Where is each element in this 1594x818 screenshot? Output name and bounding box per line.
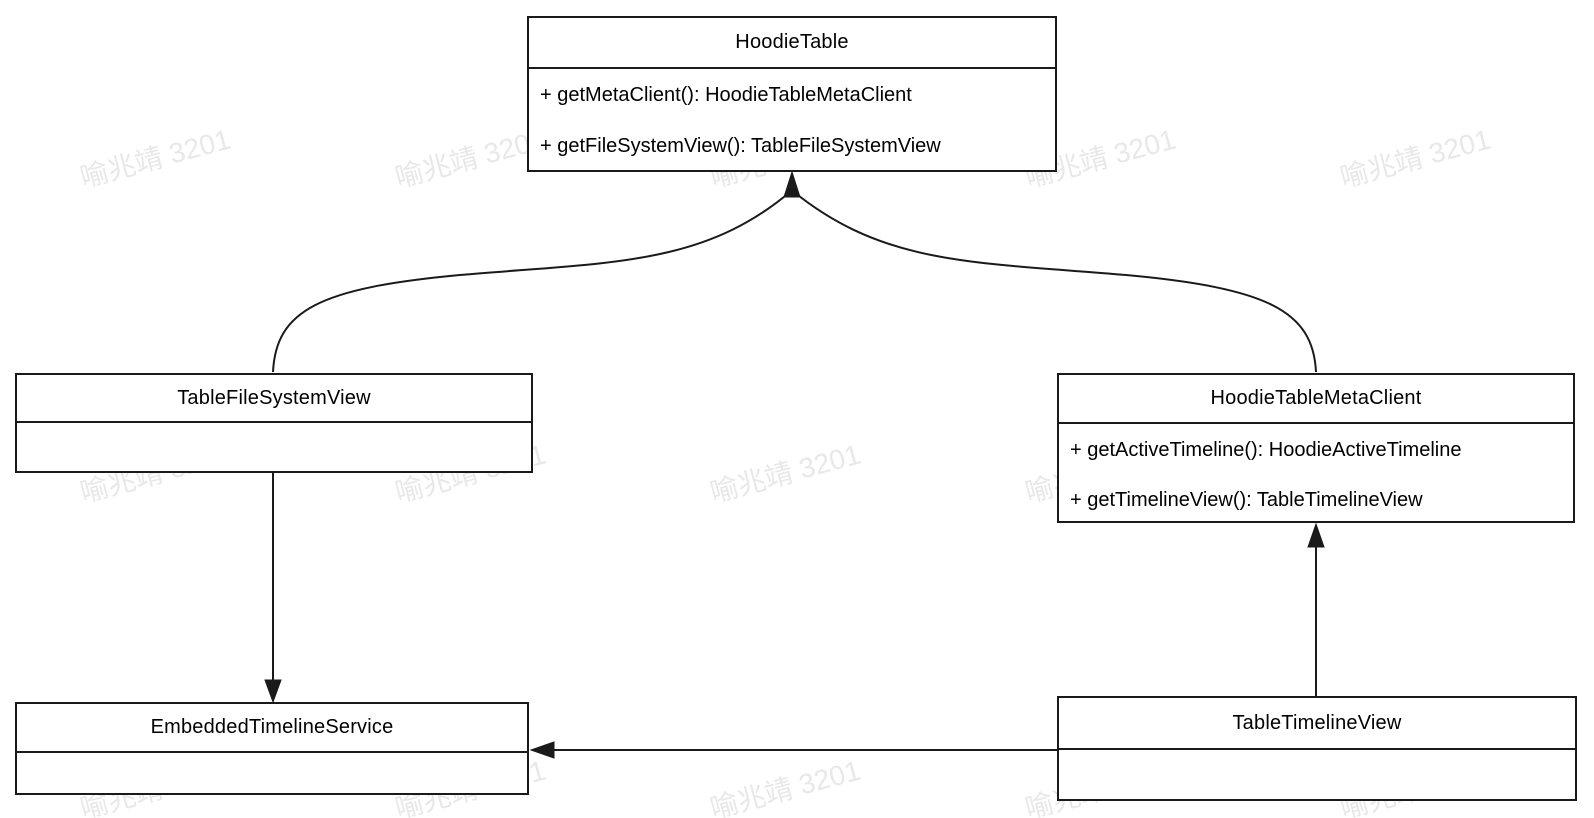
class-method: + getActiveTimeline(): HoodieActiveTimel… (1070, 438, 1462, 461)
class-method: + getMetaClient(): HoodieTableMetaClient (540, 84, 912, 106)
empty-members-compartment (1059, 750, 1575, 818)
class-name: HoodieTableMetaClient (1059, 375, 1573, 424)
edge-tablefilesystemview-to-hoodietable (272, 191, 791, 373)
class-box-tabletimelineview: TableTimelineView (1057, 696, 1577, 801)
class-method: + getTimelineView(): TableTimelineView (1070, 488, 1423, 511)
arrowhead-down-embeddedtimelineservice (264, 679, 282, 704)
class-name: TableTimelineView (1059, 698, 1575, 750)
class-name: EmbeddedTimelineService (17, 704, 527, 753)
arrowhead-left-embeddedtimelineservice (529, 741, 555, 759)
class-members: + getMetaClient(): HoodieTableMetaClient… (529, 69, 1055, 172)
class-box-hoodietable: HoodieTable + getMetaClient(): HoodieTab… (527, 16, 1057, 172)
empty-members-compartment (17, 423, 531, 519)
class-box-tablefilesystemview: TableFileSystemView (15, 373, 533, 473)
arrowhead-up-hoodietable (783, 170, 801, 198)
class-method: + getFileSystemView(): TableFileSystemVi… (540, 135, 941, 157)
empty-members-compartment (17, 753, 527, 818)
class-members: + getActiveTimeline(): HoodieActiveTimel… (1059, 424, 1573, 525)
class-name: TableFileSystemView (17, 375, 531, 423)
edge-hoodietablemetaclient-to-hoodietable (793, 191, 1317, 373)
arrowhead-up-hoodietablemetaclient (1307, 522, 1325, 548)
class-box-embeddedtimelineservice: EmbeddedTimelineService (15, 702, 529, 795)
class-name: HoodieTable (529, 18, 1055, 69)
class-box-hoodietablemetaclient: HoodieTableMetaClient + getActiveTimelin… (1057, 373, 1575, 523)
